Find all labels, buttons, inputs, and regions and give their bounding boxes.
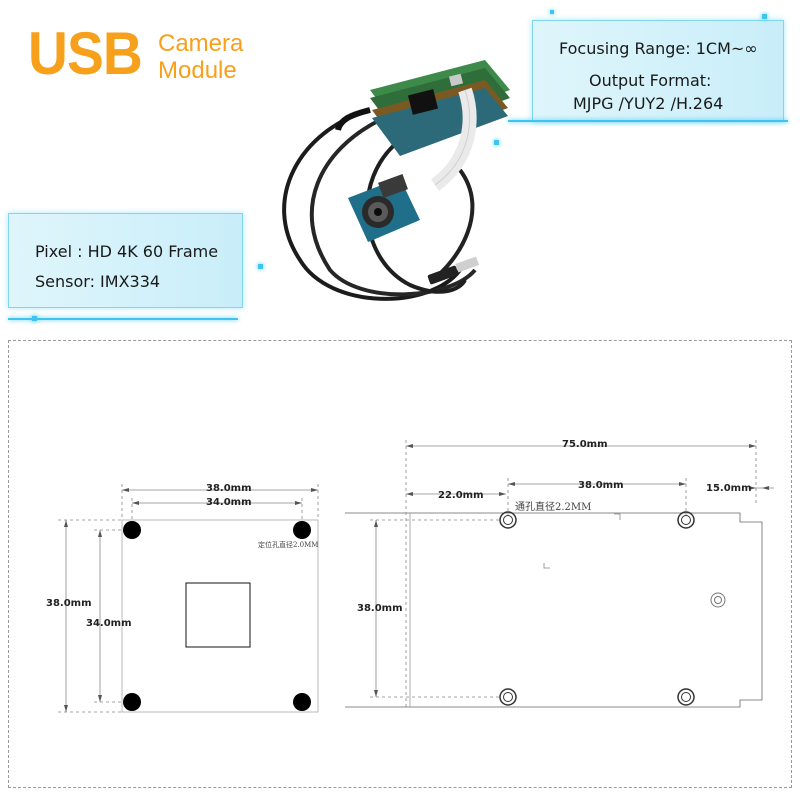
main-hole-note: 通孔直径2.2MM bbox=[515, 502, 592, 513]
mount-hole bbox=[293, 693, 311, 711]
sensor-height-outer-label: 38.0mm bbox=[46, 598, 92, 609]
sensor-width-outer-label: 38.0mm bbox=[206, 483, 252, 494]
mount-hole bbox=[293, 521, 311, 539]
spec-panel-right: Focusing Range: 1CM~∞ Output Format: MJP… bbox=[532, 20, 784, 122]
sensor-chip-outline bbox=[185, 582, 251, 648]
output-format-label: Output Format: bbox=[589, 71, 712, 90]
glow-dot bbox=[258, 264, 263, 269]
sensor-board-outline bbox=[121, 519, 319, 713]
mount-hole bbox=[123, 693, 141, 711]
sensor-hole-note: 定位孔直径2.0MM bbox=[258, 541, 319, 549]
main-right-offset-label: 15.0mm bbox=[706, 483, 752, 494]
glow-dot bbox=[762, 14, 767, 19]
glow-line bbox=[508, 120, 788, 122]
glow-dot bbox=[550, 10, 554, 14]
pixel-text: Pixel : HD 4K 60 Frame bbox=[35, 242, 219, 261]
main-left-offset-label: 22.0mm bbox=[438, 490, 484, 501]
main-height-label: 38.0mm bbox=[357, 603, 403, 614]
output-format-value: MJPG /YUY2 /H.264 bbox=[573, 94, 724, 113]
glow-line bbox=[8, 318, 238, 320]
usb-title: USB bbox=[28, 20, 143, 87]
sensor-width-inner-label: 34.0mm bbox=[206, 497, 252, 508]
title-subtitle: Camera Module bbox=[158, 30, 243, 84]
title-camera: Camera bbox=[158, 30, 244, 57]
spec-panel-left: Pixel : HD 4K 60 Frame Sensor: IMX334 bbox=[8, 213, 243, 308]
sensor-height-inner-label: 34.0mm bbox=[86, 618, 132, 629]
glow-dot bbox=[494, 140, 499, 145]
focusing-range-text: Focusing Range: 1CM~∞ bbox=[559, 39, 758, 58]
main-hole-spacing-label: 38.0mm bbox=[578, 480, 624, 491]
sensor-text: Sensor: IMX334 bbox=[35, 272, 161, 291]
camera-module-photo bbox=[282, 60, 510, 301]
main-board-holes bbox=[499, 511, 726, 706]
mount-hole bbox=[123, 521, 141, 539]
drawing-frame bbox=[8, 340, 792, 788]
title-module: Module bbox=[158, 57, 237, 84]
sensor-mount-holes bbox=[123, 521, 311, 711]
glow-dot bbox=[32, 316, 37, 321]
main-total-length-label: 75.0mm bbox=[562, 439, 608, 450]
main-board-outline bbox=[345, 512, 763, 708]
